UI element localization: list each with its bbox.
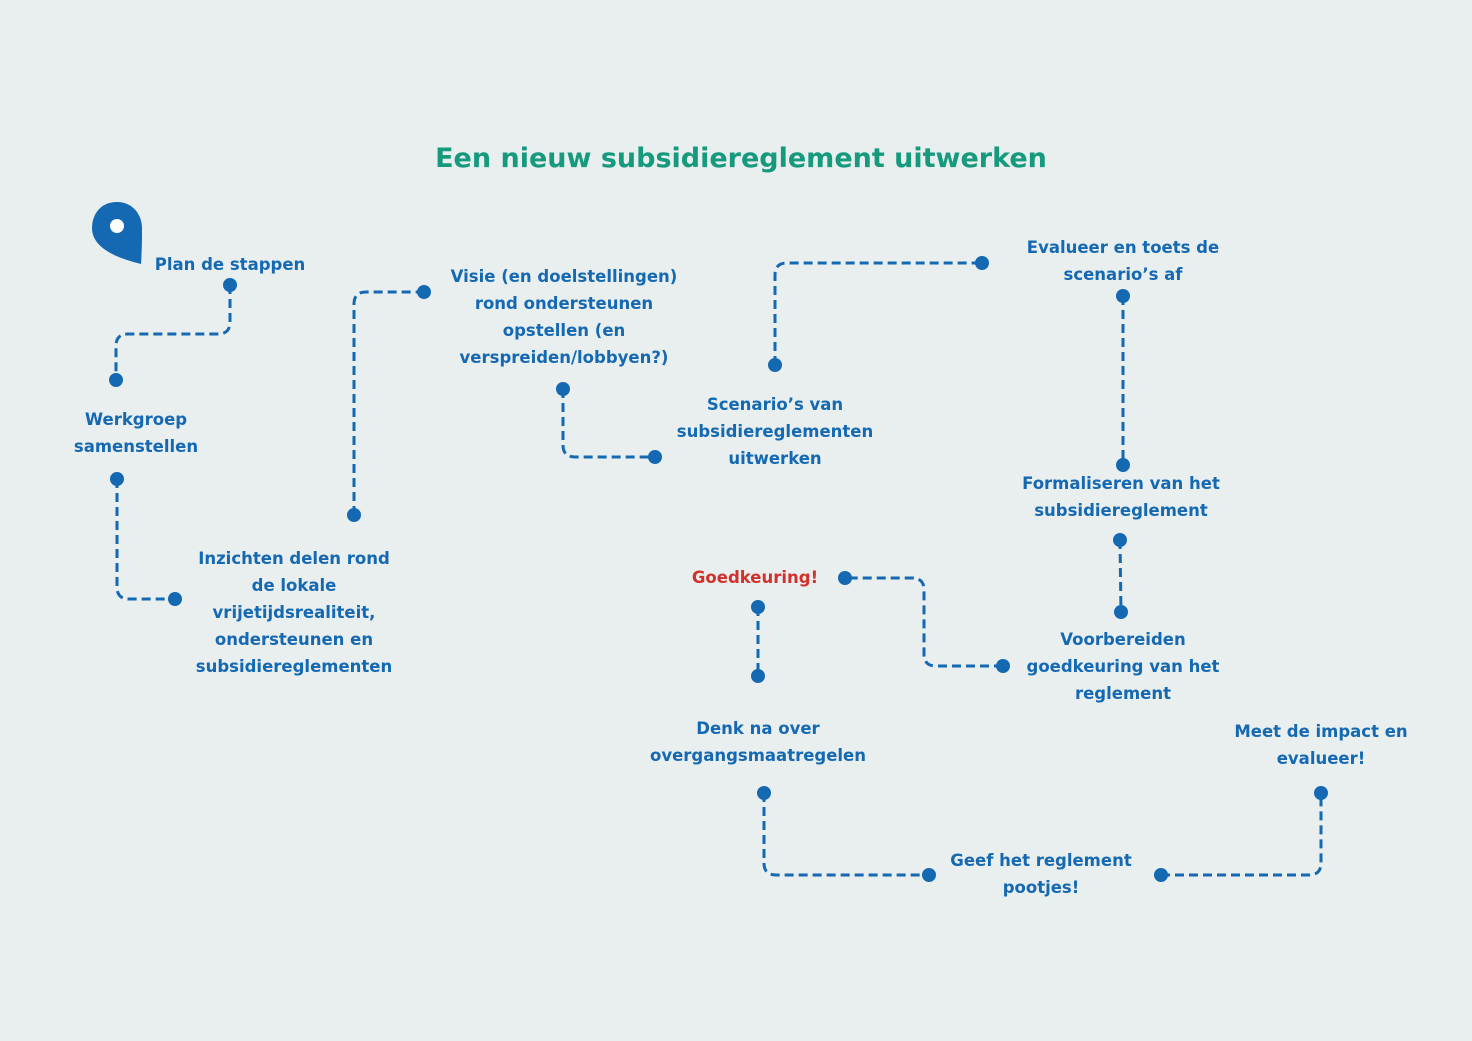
step-visie: Visie (en doelstellingen) rond ondersteun… xyxy=(451,267,678,367)
step-label-line: goedkeuring van het xyxy=(1027,657,1220,676)
step-label-line: Scenario’s van xyxy=(707,395,843,414)
step-label-line: evalueer! xyxy=(1277,749,1366,768)
connector-dot xyxy=(110,472,124,486)
step-label-line: subsidiereglement xyxy=(1034,501,1208,520)
step-geef: Geef het reglement pootjes! xyxy=(950,851,1132,897)
connector-dot xyxy=(1154,868,1168,882)
step-label-line: vrijetijdsrealiteit, xyxy=(213,603,376,622)
step-goedkeuring: Goedkeuring! xyxy=(692,568,818,587)
step-label-line: Visie (en doelstellingen) xyxy=(451,267,678,286)
diagram-title: Een nieuw subsidiereglement uitwerken xyxy=(435,143,1047,174)
connectors xyxy=(114,261,1323,877)
step-label-line: ondersteunen en xyxy=(215,630,373,649)
connector-dot xyxy=(1114,605,1128,619)
step-voorbereiden: Voorbereiden goedkeuring van het reglement xyxy=(1027,630,1220,703)
connector-dot xyxy=(1116,458,1130,472)
connector-dot xyxy=(1116,289,1130,303)
step-label-line: Inzichten delen rond xyxy=(198,549,390,568)
step-werkgroep: Werkgroep samenstellen xyxy=(74,410,198,456)
step-meet: Meet de impact en evalueer! xyxy=(1234,722,1407,768)
connector-dot xyxy=(838,571,852,585)
connector-voorbereiden-goedkeuring xyxy=(845,576,1003,668)
step-label-line: rond ondersteunen xyxy=(475,294,653,313)
connector-denk-geef xyxy=(762,793,929,877)
connector-dot xyxy=(417,285,431,299)
step-inzichten: Inzichten delen rond de lokale vrijetijdsr… xyxy=(196,549,392,676)
connector-dot xyxy=(768,358,782,372)
step-label-line: Geef het reglement xyxy=(950,851,1132,870)
connector-dot xyxy=(996,659,1010,673)
step-label-line: samenstellen xyxy=(74,437,198,456)
step-label-line: Denk na over xyxy=(696,719,820,738)
connector-dot xyxy=(751,600,765,614)
step-label-line: overgangsmaatregelen xyxy=(650,746,866,765)
step-label-line: Goedkeuring! xyxy=(692,568,818,587)
step-label-line: verspreiden/lobbyen?) xyxy=(460,348,669,367)
step-formaliseren: Formaliseren van het subsidiereglement xyxy=(1022,474,1220,520)
step-label-line: de lokale xyxy=(252,576,337,595)
connector-dots xyxy=(109,256,1328,882)
step-evalueer: Evalueer en toets de scenario’s af xyxy=(1027,238,1219,284)
step-label-line: Voorbereiden xyxy=(1060,630,1185,649)
step-label-line: opstellen (en xyxy=(503,321,626,340)
step-label-line: Werkgroep xyxy=(85,410,187,429)
connector-dot xyxy=(648,450,662,464)
connector-werkgroep-inzichten xyxy=(115,479,175,601)
connector-dot xyxy=(1113,533,1127,547)
connector-plan-werkgroep xyxy=(114,285,232,380)
connector-dot xyxy=(922,868,936,882)
step-label-line: Formaliseren van het xyxy=(1022,474,1220,493)
step-label-line: scenario’s af xyxy=(1064,265,1184,284)
connector-dot xyxy=(556,382,570,396)
step-plan: Plan de stappen xyxy=(155,255,306,274)
map-pin-icon xyxy=(92,202,142,264)
step-label-line: Meet de impact en xyxy=(1234,722,1407,741)
connector-dot xyxy=(223,278,237,292)
step-label-line: Evalueer en toets de xyxy=(1027,238,1219,257)
connector-dot xyxy=(109,373,123,387)
connector-geef-meet xyxy=(1161,793,1323,877)
connector-inzichten-visie xyxy=(352,290,424,515)
step-label-line: subsidiereglementen xyxy=(677,422,873,441)
connector-scenarios-evalueer xyxy=(773,261,982,365)
step-label-line: reglement xyxy=(1075,684,1171,703)
connector-visie-scenarios xyxy=(561,389,655,459)
connector-dot xyxy=(751,669,765,683)
connector-dot xyxy=(757,786,771,800)
step-denk: Denk na over overgangsmaatregelen xyxy=(650,719,866,765)
connector-formaliseren-voorbereiden xyxy=(1118,539,1123,613)
connector-dot xyxy=(975,256,989,270)
step-label-line: pootjes! xyxy=(1003,878,1080,897)
step-scenarios: Scenario’s van subsidiereglementen uitwerk… xyxy=(677,395,873,468)
connector-dot xyxy=(347,508,361,522)
step-label-line: subsidiereglementen xyxy=(196,657,392,676)
step-label-line: Plan de stappen xyxy=(155,255,306,274)
connector-dot xyxy=(168,592,182,606)
connector-dot xyxy=(1314,786,1328,800)
step-label-line: uitwerken xyxy=(728,449,821,468)
